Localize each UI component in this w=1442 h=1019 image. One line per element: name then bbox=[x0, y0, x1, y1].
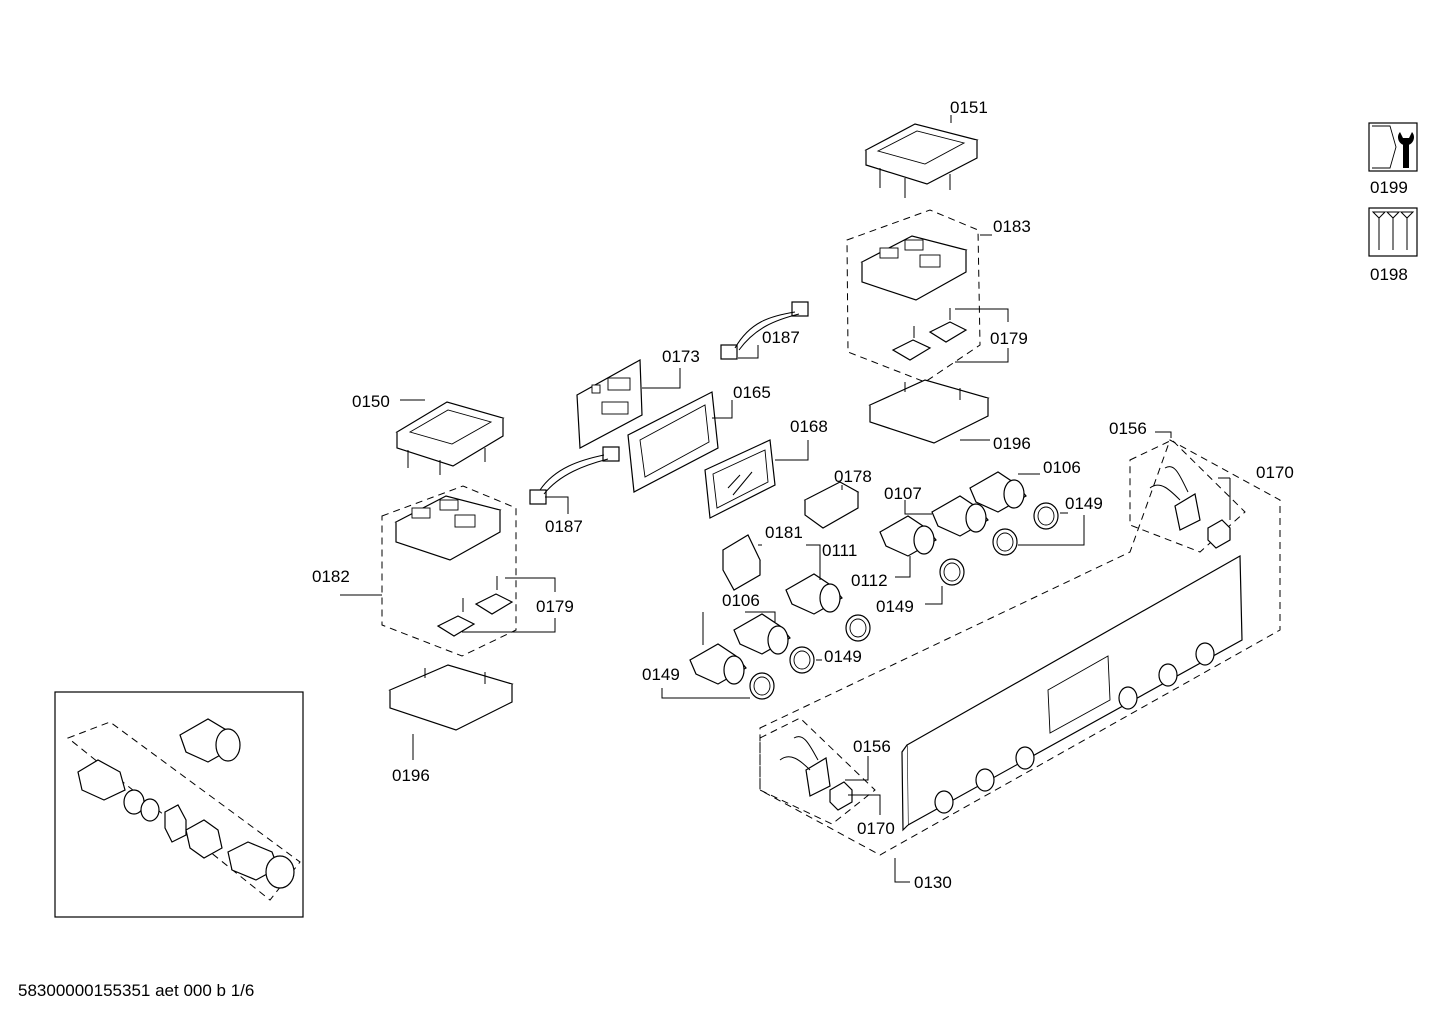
relay-block-0183 bbox=[860, 235, 968, 301]
group-outline-0182 bbox=[381, 485, 517, 657]
wrench-icon[interactable] bbox=[1368, 122, 1418, 172]
display-window-0168 bbox=[704, 439, 776, 519]
housing-0150 bbox=[395, 401, 505, 475]
knob-0111 bbox=[879, 515, 937, 557]
callout-0179[interactable]: 0179 bbox=[536, 597, 574, 616]
wire-harness-0187-top bbox=[720, 301, 809, 360]
callout-0149[interactable]: 0149 bbox=[1065, 494, 1103, 513]
ring-0149-d bbox=[845, 614, 871, 642]
frame-0165 bbox=[627, 391, 719, 493]
connector-0156-bottom bbox=[779, 736, 831, 797]
callout-0165[interactable]: 0165 bbox=[733, 383, 771, 402]
switches-0179-top bbox=[891, 308, 968, 361]
screws-icon[interactable] bbox=[1368, 207, 1418, 257]
housing-0151 bbox=[864, 123, 979, 198]
control-panel-0130 bbox=[901, 554, 1243, 832]
callout-0198[interactable]: 0198 bbox=[1370, 265, 1408, 284]
ring-0149-f bbox=[749, 672, 775, 700]
ring-0149-c bbox=[939, 558, 965, 586]
tray-0196-top bbox=[868, 379, 990, 444]
callout-0130[interactable]: 0130 bbox=[914, 873, 952, 892]
callout-0199[interactable]: 0199 bbox=[1370, 178, 1408, 197]
callout-0183[interactable]: 0183 bbox=[993, 217, 1031, 236]
group-outline-0130 bbox=[759, 439, 1281, 856]
drawing-id: 58300000155351 aet 000 b 1/6 bbox=[18, 981, 255, 1000]
callout-0196[interactable]: 0196 bbox=[993, 434, 1031, 453]
plug-0170-right bbox=[1207, 519, 1231, 549]
callout-0107[interactable]: 0107 bbox=[884, 484, 922, 503]
relay-block-0182 bbox=[394, 495, 502, 561]
plug-0170-bottom bbox=[829, 781, 853, 811]
callout-0173[interactable]: 0173 bbox=[662, 347, 700, 366]
callout-0112[interactable]: 0112 bbox=[851, 571, 888, 590]
callout-0187[interactable]: 0187 bbox=[545, 517, 583, 536]
callout-0170[interactable]: 0170 bbox=[857, 819, 895, 838]
callout-0178[interactable]: 0178 bbox=[834, 467, 872, 486]
knob-0107 bbox=[931, 495, 989, 537]
callout-0149[interactable]: 0149 bbox=[876, 597, 914, 616]
callout-0149[interactable]: 0149 bbox=[642, 665, 680, 684]
knob-0106-mid bbox=[733, 613, 791, 655]
switches-0179-left bbox=[436, 576, 514, 637]
group-outline-0156-bottom bbox=[759, 717, 876, 825]
callout-0181[interactable]: 0181 bbox=[765, 523, 803, 542]
callout-0179[interactable]: 0179 bbox=[990, 329, 1028, 348]
group-outline-0156-right bbox=[1129, 439, 1246, 553]
callout-0111[interactable]: 0111 bbox=[822, 541, 857, 560]
group-outline-0183 bbox=[846, 209, 981, 383]
knob-0106-low bbox=[689, 643, 747, 685]
callout-0187[interactable]: 0187 bbox=[762, 328, 800, 347]
knob-0112 bbox=[785, 573, 843, 615]
callout-0151[interactable]: 0151 bbox=[950, 98, 988, 117]
callout-0156[interactable]: 0156 bbox=[1109, 419, 1147, 438]
wire-harness-0187-left bbox=[529, 446, 620, 505]
callout-0156[interactable]: 0156 bbox=[853, 737, 891, 756]
connector-0156-right bbox=[1149, 466, 1201, 531]
detail-inset bbox=[54, 691, 304, 918]
knob-0106-top bbox=[969, 471, 1027, 513]
bracket-0178 bbox=[803, 481, 860, 529]
callout-0150[interactable]: 0150 bbox=[352, 392, 390, 411]
callout-0170[interactable]: 0170 bbox=[1256, 463, 1294, 482]
bracket-0181 bbox=[722, 534, 761, 591]
callout-0196[interactable]: 0196 bbox=[392, 766, 430, 785]
callout-0182[interactable]: 0182 bbox=[312, 567, 350, 586]
circuit-board-0173 bbox=[576, 359, 643, 449]
ring-0149-b bbox=[992, 528, 1018, 556]
callout-0106[interactable]: 0106 bbox=[722, 591, 760, 610]
ring-0149-a bbox=[1033, 502, 1059, 530]
ring-0149-e bbox=[789, 646, 815, 674]
callout-0106[interactable]: 0106 bbox=[1043, 458, 1081, 477]
callout-0149[interactable]: 0149 bbox=[824, 647, 862, 666]
callout-0168[interactable]: 0168 bbox=[790, 417, 828, 436]
tray-0196-left bbox=[388, 664, 514, 731]
inset-knob-assembled bbox=[179, 718, 241, 763]
